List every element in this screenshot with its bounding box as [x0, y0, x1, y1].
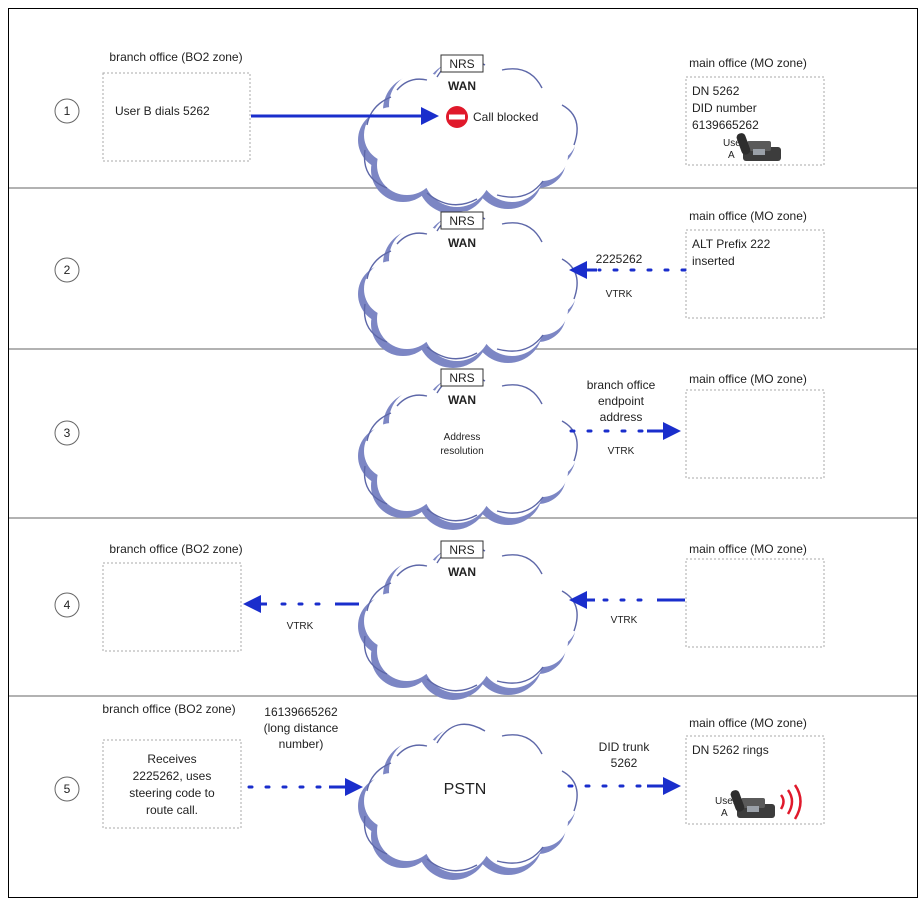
branch-office-title: branch office (BO2 zone): [102, 702, 235, 716]
wan-cloud: [357, 210, 579, 369]
branch-office-title: branch office (BO2 zone): [109, 542, 242, 556]
nrs-box: [440, 540, 484, 559]
receives-line1: Receives: [147, 752, 196, 766]
call-blocked-text: Call blocked: [473, 110, 538, 124]
endpoint-label-line2: endpoint: [598, 394, 645, 408]
vtrk-label: VTRK: [606, 289, 633, 300]
main-office-box: [685, 389, 825, 479]
step-number: 1: [64, 104, 71, 118]
step-number: 3: [64, 426, 71, 440]
row-2: 2 NRS WAN main office (MO zone) ALT Pref…: [54, 209, 825, 369]
endpoint-label-line3: address: [600, 410, 643, 424]
wan-label: WAN: [448, 393, 476, 407]
nrs-box: [440, 368, 484, 387]
nrs-label: NRS: [449, 371, 474, 385]
long-distance-line3: number): [279, 737, 324, 751]
endpoint-label-line1: branch office: [587, 378, 656, 392]
nrs-label: NRS: [449, 543, 474, 557]
step-marker: [54, 98, 80, 124]
did-trunk-line2: 5262: [611, 756, 638, 770]
inserted-text: inserted: [692, 254, 735, 268]
step-marker: [54, 592, 80, 618]
pstn-label: PSTN: [444, 781, 487, 798]
main-office-title: main office (MO zone): [689, 716, 807, 730]
user-label: User: [715, 796, 737, 807]
receives-line2: 2225262, uses: [133, 769, 212, 783]
branch-office-box: [102, 739, 242, 829]
step-marker: [54, 257, 80, 283]
dial-text: User B dials 5262: [115, 104, 210, 118]
main-office-box: [685, 558, 825, 648]
call-routing-diagram: 1 branch office (BO2 zone) User B dials …: [9, 50, 917, 881]
receives-line3: steering code to: [129, 786, 215, 800]
nrs-label: NRS: [449, 214, 474, 228]
long-distance-line1: 16139665262: [264, 705, 338, 719]
nrs-box: [440, 211, 484, 230]
step-number: 2: [64, 263, 71, 277]
dialed-number-label: 2225262: [596, 252, 643, 266]
no-entry-icon: [446, 106, 468, 128]
branch-office-title: branch office (BO2 zone): [109, 50, 242, 64]
step-marker: [54, 776, 80, 802]
user-label: User: [723, 138, 745, 149]
main-office-title: main office (MO zone): [689, 56, 807, 70]
did-number-text: 6139665262: [692, 118, 759, 132]
dn-text: DN 5262: [692, 84, 740, 98]
resolution-text: resolution: [440, 446, 483, 457]
wan-label: WAN: [448, 79, 476, 93]
vtrk-label: VTRK: [611, 615, 638, 626]
main-office-title: main office (MO zone): [689, 372, 807, 386]
main-office-title: main office (MO zone): [689, 542, 807, 556]
vtrk-label: VTRK: [287, 621, 314, 632]
step-marker: [54, 420, 80, 446]
did-text: DID number: [692, 101, 757, 115]
user-label-a: A: [728, 150, 735, 161]
wan-label: WAN: [448, 565, 476, 579]
step-number: 5: [64, 782, 71, 796]
wan-label: WAN: [448, 236, 476, 250]
row-4: 4 branch office (BO2 zone) NRS WAN VTRK …: [54, 540, 825, 701]
long-distance-line2: (long distance: [264, 721, 339, 735]
row-5: 5 branch office (BO2 zone) Receives 2225…: [54, 702, 825, 881]
ringing-icon: [779, 784, 802, 820]
branch-office-box: [102, 562, 242, 652]
nrs-label: NRS: [449, 57, 474, 71]
row-1: 1 branch office (BO2 zone) User B dials …: [54, 50, 825, 215]
figure-frame: 1 branch office (BO2 zone) User B dials …: [8, 8, 918, 898]
main-office-box: [685, 229, 825, 319]
row-3: 3 NRS WAN Address resolution branch offi…: [54, 368, 825, 531]
branch-office-box: [102, 72, 251, 162]
alt-prefix-text: ALT Prefix 222: [692, 237, 771, 251]
vtrk-label: VTRK: [608, 446, 635, 457]
dn-rings-text: DN 5262 rings: [692, 743, 769, 757]
address-text: Address: [444, 432, 481, 443]
step-number: 4: [64, 598, 71, 612]
pstn-cloud: [357, 722, 579, 881]
receives-line4: route call.: [146, 803, 198, 817]
main-office-title: main office (MO zone): [689, 209, 807, 223]
did-trunk-line1: DID trunk: [599, 740, 651, 754]
nrs-box: [440, 54, 484, 73]
user-label-a: A: [721, 808, 728, 819]
